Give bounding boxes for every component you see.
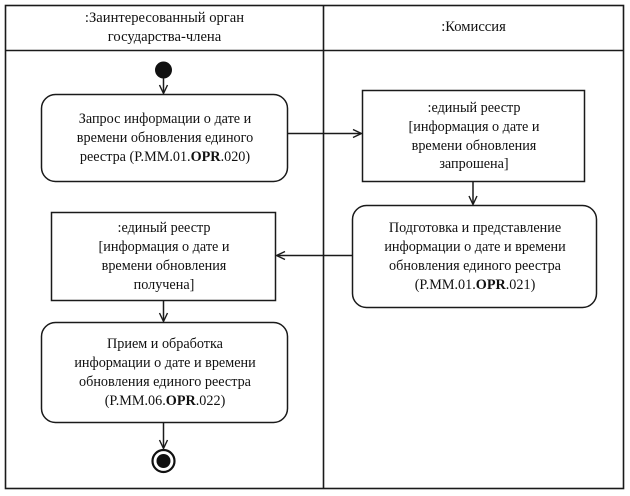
lane-title-line-1: :Комиссия [441, 19, 506, 36]
lane-title-line-2: государства-члена [107, 29, 222, 45]
lane-title-member-state-body: :Заинтересованный орган государства-член… [6, 6, 323, 50]
lane-title-commission: :Комиссия [324, 6, 623, 50]
object-received-shape [50, 211, 277, 302]
initial-node [155, 61, 172, 79]
object-requested-shape [361, 89, 586, 183]
final-node-inner [156, 454, 171, 468]
activity-process-shape [40, 321, 289, 424]
lane-title-line-1: :Заинтересованный орган [84, 9, 245, 26]
activity-prepare-shape [351, 204, 598, 309]
activity-request-shape [40, 93, 289, 183]
